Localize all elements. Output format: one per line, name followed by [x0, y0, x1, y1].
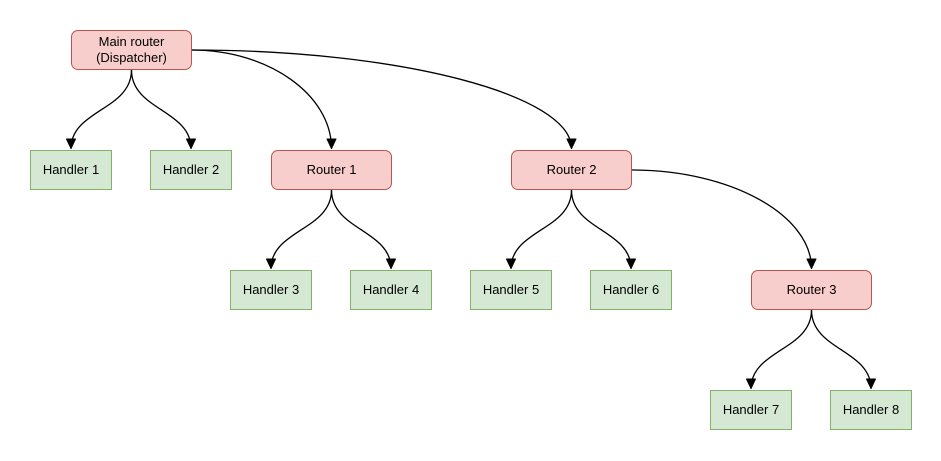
- handler-node-label: Handler 8: [842, 401, 900, 417]
- handler-node-h2: Handler 2: [150, 150, 232, 190]
- router-node-r3: Router 3: [751, 270, 872, 310]
- router-node-label: Main router (Dispatcher): [96, 33, 167, 65]
- edge-r3-to-h7: [746, 309, 813, 389]
- edge-main-to-r1: [191, 49, 337, 149]
- edge-r1-to-h3: [266, 189, 333, 269]
- edge-r1-to-h4: [330, 189, 396, 269]
- router-node-r2: Router 2: [511, 150, 632, 190]
- edge-main-to-h1: [66, 69, 133, 149]
- handler-node-h5: Handler 5: [470, 270, 552, 310]
- handler-node-h7: Handler 7: [710, 390, 792, 430]
- router-node-main: Main router (Dispatcher): [71, 30, 192, 70]
- handler-node-label: Handler 5: [482, 281, 540, 297]
- router-node-label: Router 2: [546, 161, 597, 177]
- handler-node-h4: Handler 4: [350, 270, 432, 310]
- handler-node-label: Handler 1: [42, 161, 100, 177]
- handler-node-label: Handler 7: [722, 401, 780, 417]
- handler-node-h3: Handler 3: [230, 270, 312, 310]
- edge-r3-to-h8: [810, 309, 876, 389]
- router-node-label: Router 1: [306, 161, 357, 177]
- handler-node-h8: Handler 8: [830, 390, 912, 430]
- edge-main-to-h2: [130, 69, 196, 149]
- handler-node-h6: Handler 6: [590, 270, 672, 310]
- edge-r2-to-h5: [506, 189, 573, 269]
- edge-r2-to-h6: [570, 189, 636, 269]
- handler-node-label: Handler 4: [362, 281, 420, 297]
- router-node-label: Router 3: [786, 281, 837, 297]
- handler-node-label: Handler 6: [602, 281, 660, 297]
- handler-node-label: Handler 2: [162, 161, 220, 177]
- edge-main-to-r2: [191, 49, 577, 149]
- router-node-r1: Router 1: [271, 150, 392, 190]
- handler-node-h1: Handler 1: [30, 150, 112, 190]
- handler-node-label: Handler 3: [242, 281, 300, 297]
- edge-r2-to-r3: [631, 169, 817, 269]
